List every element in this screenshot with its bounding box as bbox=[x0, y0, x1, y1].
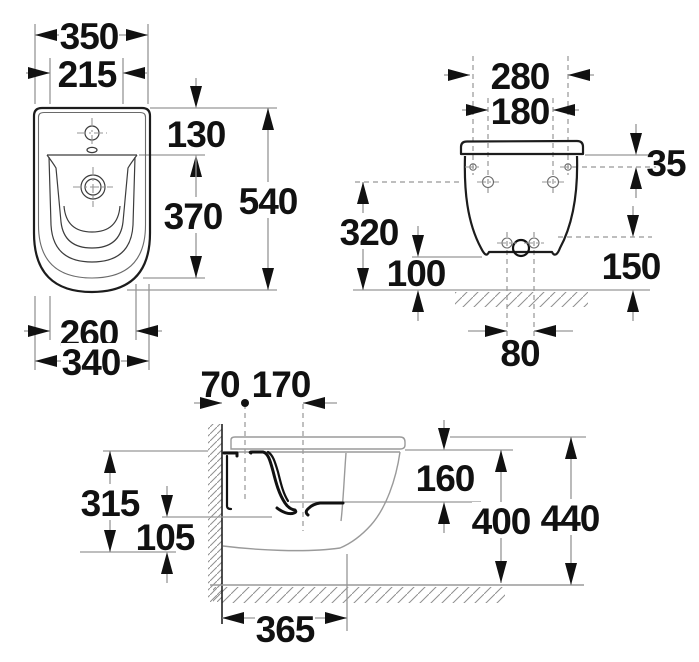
section-front-bowl-edge bbox=[304, 501, 345, 517]
side-front-inner-line bbox=[340, 452, 347, 522]
plan-bowl-inner bbox=[63, 205, 121, 233]
front-ground-hatch bbox=[455, 292, 588, 307]
side-top-slab bbox=[230, 436, 406, 450]
dim-plan-130: 130 bbox=[167, 114, 226, 155]
dim-plan-540: 540 bbox=[239, 181, 298, 222]
side-reference-lines bbox=[80, 404, 586, 631]
front-drain bbox=[511, 238, 531, 258]
front-rim bbox=[459, 139, 585, 156]
front-reference-lines bbox=[353, 56, 656, 336]
section-rear-bowl-wall-2 bbox=[266, 450, 290, 503]
dim-front-150: 150 bbox=[602, 246, 661, 287]
plan-inset-outline bbox=[37, 111, 147, 279]
section-back-channel bbox=[222, 451, 239, 458]
dim-side-160: 160 bbox=[416, 458, 475, 499]
section-back-wall bbox=[225, 454, 233, 511]
dim-side-70: 70 bbox=[200, 364, 240, 405]
dim-plan-370: 370 bbox=[164, 196, 223, 237]
dim-side-400: 400 bbox=[472, 501, 531, 542]
dim-front-100: 100 bbox=[387, 253, 446, 294]
plan-dimensions: 350 215 130 370 540 260 bbox=[24, 16, 299, 383]
dim-side-440: 440 bbox=[541, 498, 600, 539]
dim-side-315: 315 bbox=[81, 483, 140, 524]
dim-plan-215: 215 bbox=[58, 54, 117, 95]
front-body-outline bbox=[463, 155, 579, 256]
dim-front-180: 180 bbox=[491, 91, 550, 132]
side-body bbox=[222, 399, 481, 552]
rear-view: 280 180 35 320 100 150 80 bbox=[340, 56, 687, 374]
dim-front-280: 280 bbox=[491, 56, 550, 97]
side-section-view: 70 170 315 105 160 400 bbox=[80, 364, 601, 650]
plan-bowl-outline bbox=[46, 154, 138, 249]
top-view: 350 215 130 370 540 260 bbox=[24, 16, 299, 383]
side-front-outline bbox=[222, 451, 401, 552]
dim-side-365: 365 bbox=[256, 609, 315, 650]
dim-side-170: 170 bbox=[252, 364, 311, 405]
wall-hatch bbox=[208, 424, 222, 602]
dim-front-320: 320 bbox=[340, 212, 399, 253]
dim-front-35: 35 bbox=[646, 143, 686, 184]
plan-outer-outline bbox=[32, 106, 152, 294]
overflow-slot bbox=[86, 146, 98, 154]
plan-body bbox=[32, 106, 152, 294]
tap-position-dot bbox=[241, 399, 249, 407]
front-body bbox=[459, 139, 585, 258]
front-dimensions: 280 180 35 320 100 150 80 bbox=[340, 56, 687, 374]
dim-plan-350: 350 bbox=[60, 16, 119, 57]
dim-side-105: 105 bbox=[136, 517, 195, 558]
dim-plan-340: 340 bbox=[62, 342, 121, 383]
plan-inner-rim bbox=[48, 156, 136, 263]
dim-front-80: 80 bbox=[500, 333, 540, 374]
section-rear-bowl-wall bbox=[248, 450, 298, 516]
side-dimensions: 70 170 315 105 160 400 bbox=[80, 364, 601, 650]
side-ground-hatch bbox=[213, 587, 505, 603]
